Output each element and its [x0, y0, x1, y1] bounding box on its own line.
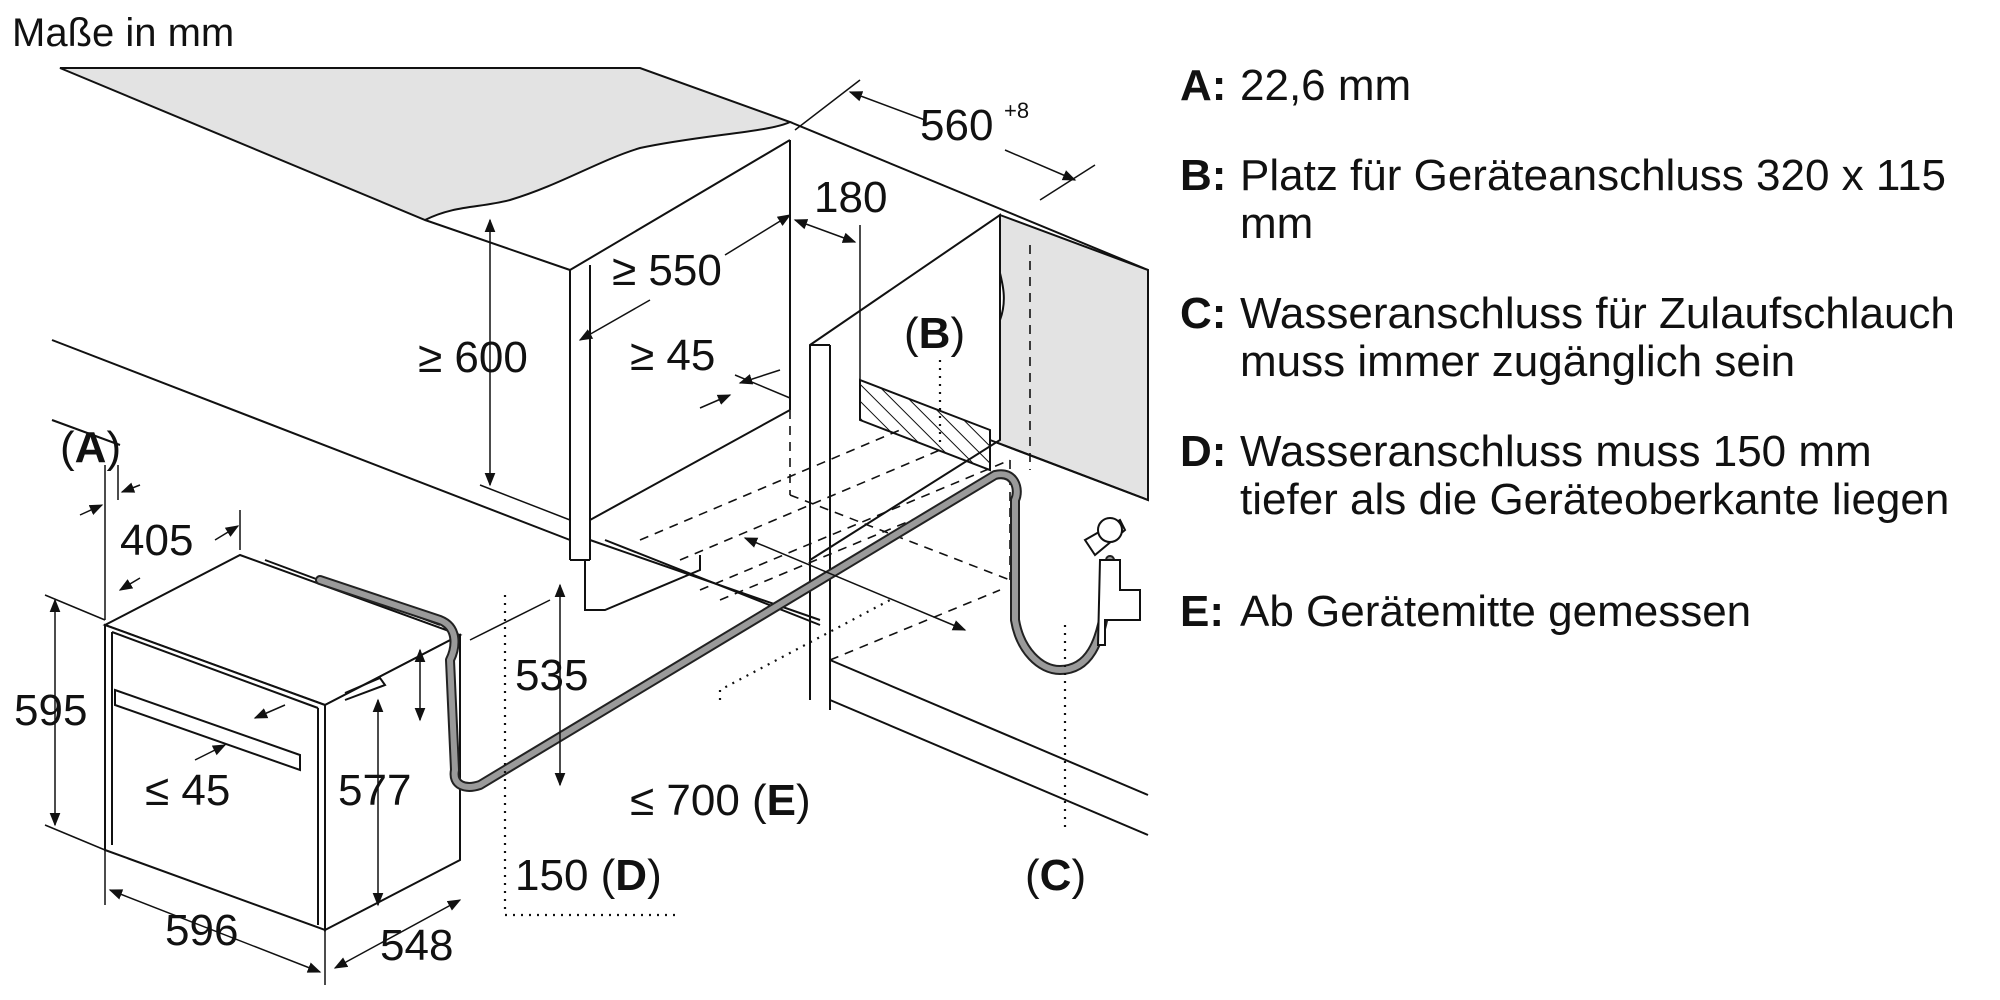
legend: A: 22,6 mm B: Platz für Geräteanschluss … [1180, 62, 1980, 678]
installation-diagram: Maße in mm [12, 11, 1149, 985]
dim-560: 560 [920, 101, 993, 150]
dim-180: 180 [814, 173, 887, 222]
legend-item-b: B: Platz für Geräteanschluss 320 x 115 m… [1180, 152, 1980, 248]
label-c: (C) [1025, 851, 1086, 900]
cabinet-niche [51, 121, 1149, 836]
legend-text: Ab Gerätemitte gemessen [1240, 587, 1752, 636]
legend-key: E: [1180, 587, 1224, 636]
label-a: (A) [60, 423, 121, 472]
dim-577: 577 [338, 766, 411, 815]
dim-595: 595 [14, 686, 87, 735]
dim-560-tolerance: +8 [1004, 98, 1029, 123]
dim-45-top: ≥ 45 [630, 331, 715, 380]
dim-535: 535 [515, 651, 588, 700]
oven [102, 553, 463, 932]
legend-key: A: [1180, 61, 1227, 110]
legend-item-a: A: 22,6 mm [1180, 62, 1980, 110]
dim-405: 405 [120, 516, 193, 565]
legend-item-e: E: Ab Gerätemitte gemessen [1180, 588, 1980, 636]
dim-700-e: ≤ 700 (E) [630, 776, 811, 825]
dimension-lines [44, 79, 1096, 985]
legend-key: D: [1180, 427, 1227, 476]
connection-area-b [859, 378, 991, 472]
legend-text: Wasseranschluss muss 150 mm tiefer als d… [1240, 427, 1950, 524]
legend-item-c: C: Wasseranschluss für Zulaufschlauch mu… [1180, 290, 1980, 386]
water-tap [1083, 517, 1141, 646]
dim-45-front: ≤ 45 [145, 766, 230, 815]
label-b: (B) [904, 309, 965, 358]
dim-596: 596 [165, 906, 238, 955]
legend-key: B: [1180, 151, 1227, 200]
countertop-right [988, 213, 1149, 502]
oven-handle [114, 688, 301, 772]
water-hose [315, 469, 1115, 792]
legend-text: Platz für Geräteanschluss 320 x 115 mm [1240, 151, 1947, 248]
legend-key: C: [1180, 289, 1227, 338]
dim-150-d: 150 (D) [515, 851, 662, 900]
units-title: Maße in mm [12, 11, 234, 55]
dim-548: 548 [380, 921, 453, 970]
legend-item-d: D: Wasseranschluss muss 150 mm tiefer al… [1180, 428, 1980, 524]
dim-550: ≥ 550 [612, 246, 722, 295]
legend-text: 22,6 mm [1240, 61, 1412, 110]
legend-text: Wasseranschluss für Zulaufschlauch muss … [1240, 289, 1955, 386]
countertop [59, 67, 793, 222]
dim-600: ≥ 600 [418, 333, 528, 382]
